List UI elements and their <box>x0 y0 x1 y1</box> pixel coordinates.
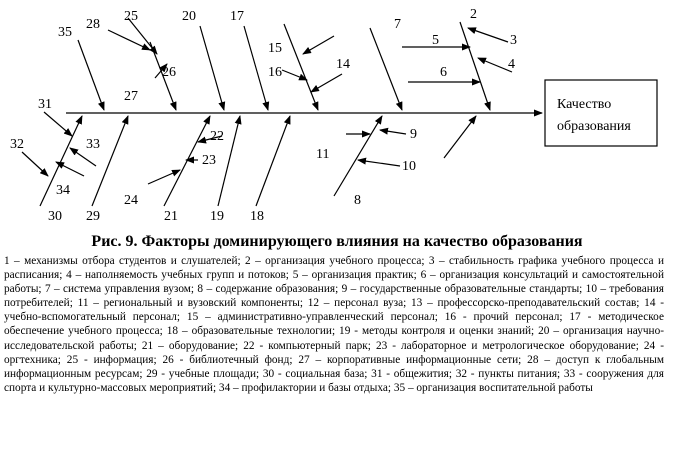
sub-arrow-31 <box>43 111 73 137</box>
label-24: 24 <box>124 193 138 208</box>
label-35: 35 <box>58 25 72 40</box>
rib-17 <box>243 25 270 111</box>
rib-20 <box>199 25 226 111</box>
figure-legend: 1 – механизмы отбора студентов и слушате… <box>4 255 664 394</box>
rib-12 <box>283 23 319 111</box>
rib-8 <box>333 115 383 197</box>
label-17: 17 <box>230 9 244 24</box>
rib-19 <box>217 115 242 207</box>
rib-2 <box>459 21 491 111</box>
rib-13 <box>443 115 477 159</box>
sub-arrow-28 <box>107 29 151 51</box>
sub-arrow-24 <box>147 169 181 185</box>
outcome-box <box>544 79 658 147</box>
sub-arrow-16 <box>281 69 308 81</box>
sub-arrow-33 <box>69 147 97 167</box>
rib-35 <box>77 39 105 111</box>
sub-arrow-11-target <box>379 127 407 135</box>
label-16: 16 <box>268 65 282 80</box>
label-11: 11 <box>316 147 329 162</box>
rib-7 <box>369 27 403 111</box>
label-20: 20 <box>182 9 196 24</box>
sub-arrow-32 <box>21 151 49 177</box>
label-32: 32 <box>10 137 24 152</box>
sub-arrow-4 <box>477 57 513 73</box>
label-14: 14 <box>336 57 350 72</box>
fishbone-diagram: Качество образования 35 28 25 26 27 20 1… <box>10 7 658 224</box>
label-10: 10 <box>402 159 416 174</box>
outcome-label-line2: образования <box>557 119 631 134</box>
outcome-label-line1: Качество <box>557 97 611 112</box>
label-5: 5 <box>432 33 439 48</box>
label-4: 4 <box>508 57 515 72</box>
label-18: 18 <box>250 209 264 224</box>
rib-18 <box>255 115 291 207</box>
label-7: 7 <box>394 17 401 32</box>
label-2: 2 <box>470 7 477 22</box>
label-33: 33 <box>86 137 100 152</box>
rib-29 <box>91 115 129 207</box>
label-31: 31 <box>38 97 52 112</box>
label-25: 25 <box>124 9 138 24</box>
label-28: 28 <box>86 17 100 32</box>
label-30: 30 <box>48 209 62 224</box>
label-26: 26 <box>162 65 176 80</box>
sub-arrow-22 <box>197 135 223 144</box>
sub-arrow-25 <box>127 17 158 55</box>
sub-arrow-3 <box>467 27 509 43</box>
label-9: 9 <box>410 127 417 142</box>
label-21: 21 <box>164 209 178 224</box>
sub-arrow-15 <box>302 35 335 55</box>
label-19: 19 <box>210 209 224 224</box>
sub-arrow-26 <box>154 63 168 79</box>
label-3: 3 <box>510 33 517 48</box>
label-27: 27 <box>124 89 138 104</box>
figure-caption: Рис. 9. Факторы доминирующего влияния на… <box>91 233 583 250</box>
label-6: 6 <box>440 65 447 80</box>
label-15: 15 <box>268 41 282 56</box>
sub-arrow-10 <box>357 157 401 167</box>
rib-30 <box>39 115 83 207</box>
label-34: 34 <box>56 183 70 198</box>
sub-arrow-14 <box>310 73 343 93</box>
label-23: 23 <box>202 153 216 168</box>
label-29: 29 <box>86 209 100 224</box>
label-8: 8 <box>354 193 361 208</box>
label-22: 22 <box>210 129 224 144</box>
sub-arrow-34 <box>55 161 85 177</box>
